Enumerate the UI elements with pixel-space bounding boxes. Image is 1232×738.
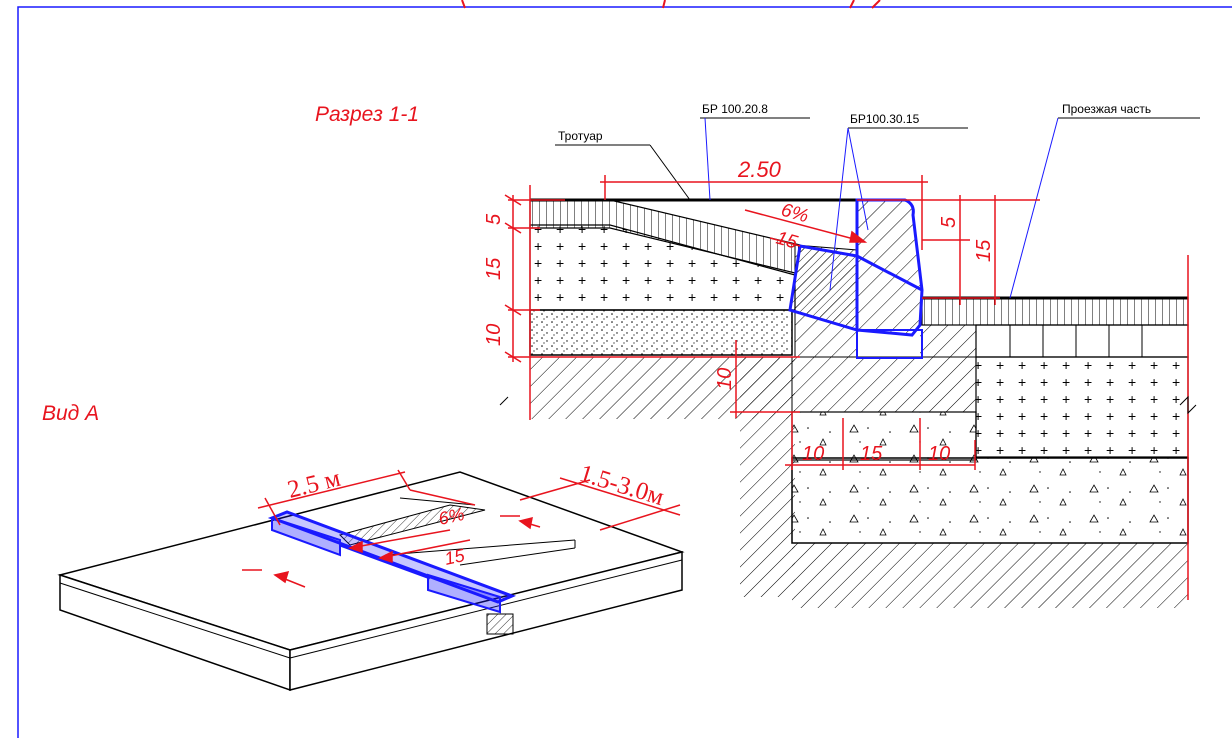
view-a-range: 1.5-3.0м — [576, 460, 667, 511]
dim-h5-left: 5 — [483, 213, 505, 225]
ramp-shadow — [339, 504, 486, 546]
dim-w10-b: 10 — [928, 443, 950, 465]
dim-w10-a: 10 — [802, 443, 824, 465]
label-roadway: Проезжая часть — [1062, 102, 1151, 116]
view-a-slope-15: 15 — [443, 545, 468, 569]
section-title: Разрез 1-1 — [315, 103, 419, 126]
foundation-lower — [791, 411, 977, 461]
dim-h10-left: 10 — [483, 324, 505, 346]
label-curb-large: БР100.30.15 — [850, 112, 920, 126]
view-a-len: 2.5 м — [285, 465, 343, 504]
dim-h15-right: 15 — [973, 239, 995, 262]
curb-foundation-outline — [856, 329, 923, 359]
section-1-1 — [499, 117, 1200, 608]
dim-h15-left: 15 — [483, 257, 505, 280]
cropped-title-fragment — [461, 0, 881, 9]
road-stone — [975, 356, 1189, 458]
earth-hatch-bottom — [792, 543, 1188, 608]
dim-h5-right: 5 — [938, 216, 960, 228]
sand-layer-left — [529, 309, 793, 356]
view-a-drawing — [57, 469, 685, 692]
label-sidewalk: Тротуар — [558, 129, 603, 143]
drawing-frame — [17, 6, 1232, 738]
curb-large[interactable] — [855, 198, 924, 337]
curb-cut — [486, 613, 514, 635]
dim-width-250: 2.50 — [737, 157, 782, 182]
slab-right — [289, 551, 683, 691]
earth-hatch-step — [740, 357, 795, 597]
label-curb-small: БР 100.20.8 — [702, 102, 768, 116]
dim-w15: 15 — [860, 443, 883, 465]
dim-slope-6: 6% — [779, 200, 811, 228]
view-a-title: Вид А — [42, 402, 99, 425]
trench-wall — [920, 325, 976, 357]
road-asphalt — [921, 297, 1189, 326]
foundation-base — [791, 457, 1189, 544]
foundation-upper — [791, 356, 977, 413]
road-binder — [975, 324, 1189, 358]
dim-h10-mid: 10 — [714, 368, 736, 390]
